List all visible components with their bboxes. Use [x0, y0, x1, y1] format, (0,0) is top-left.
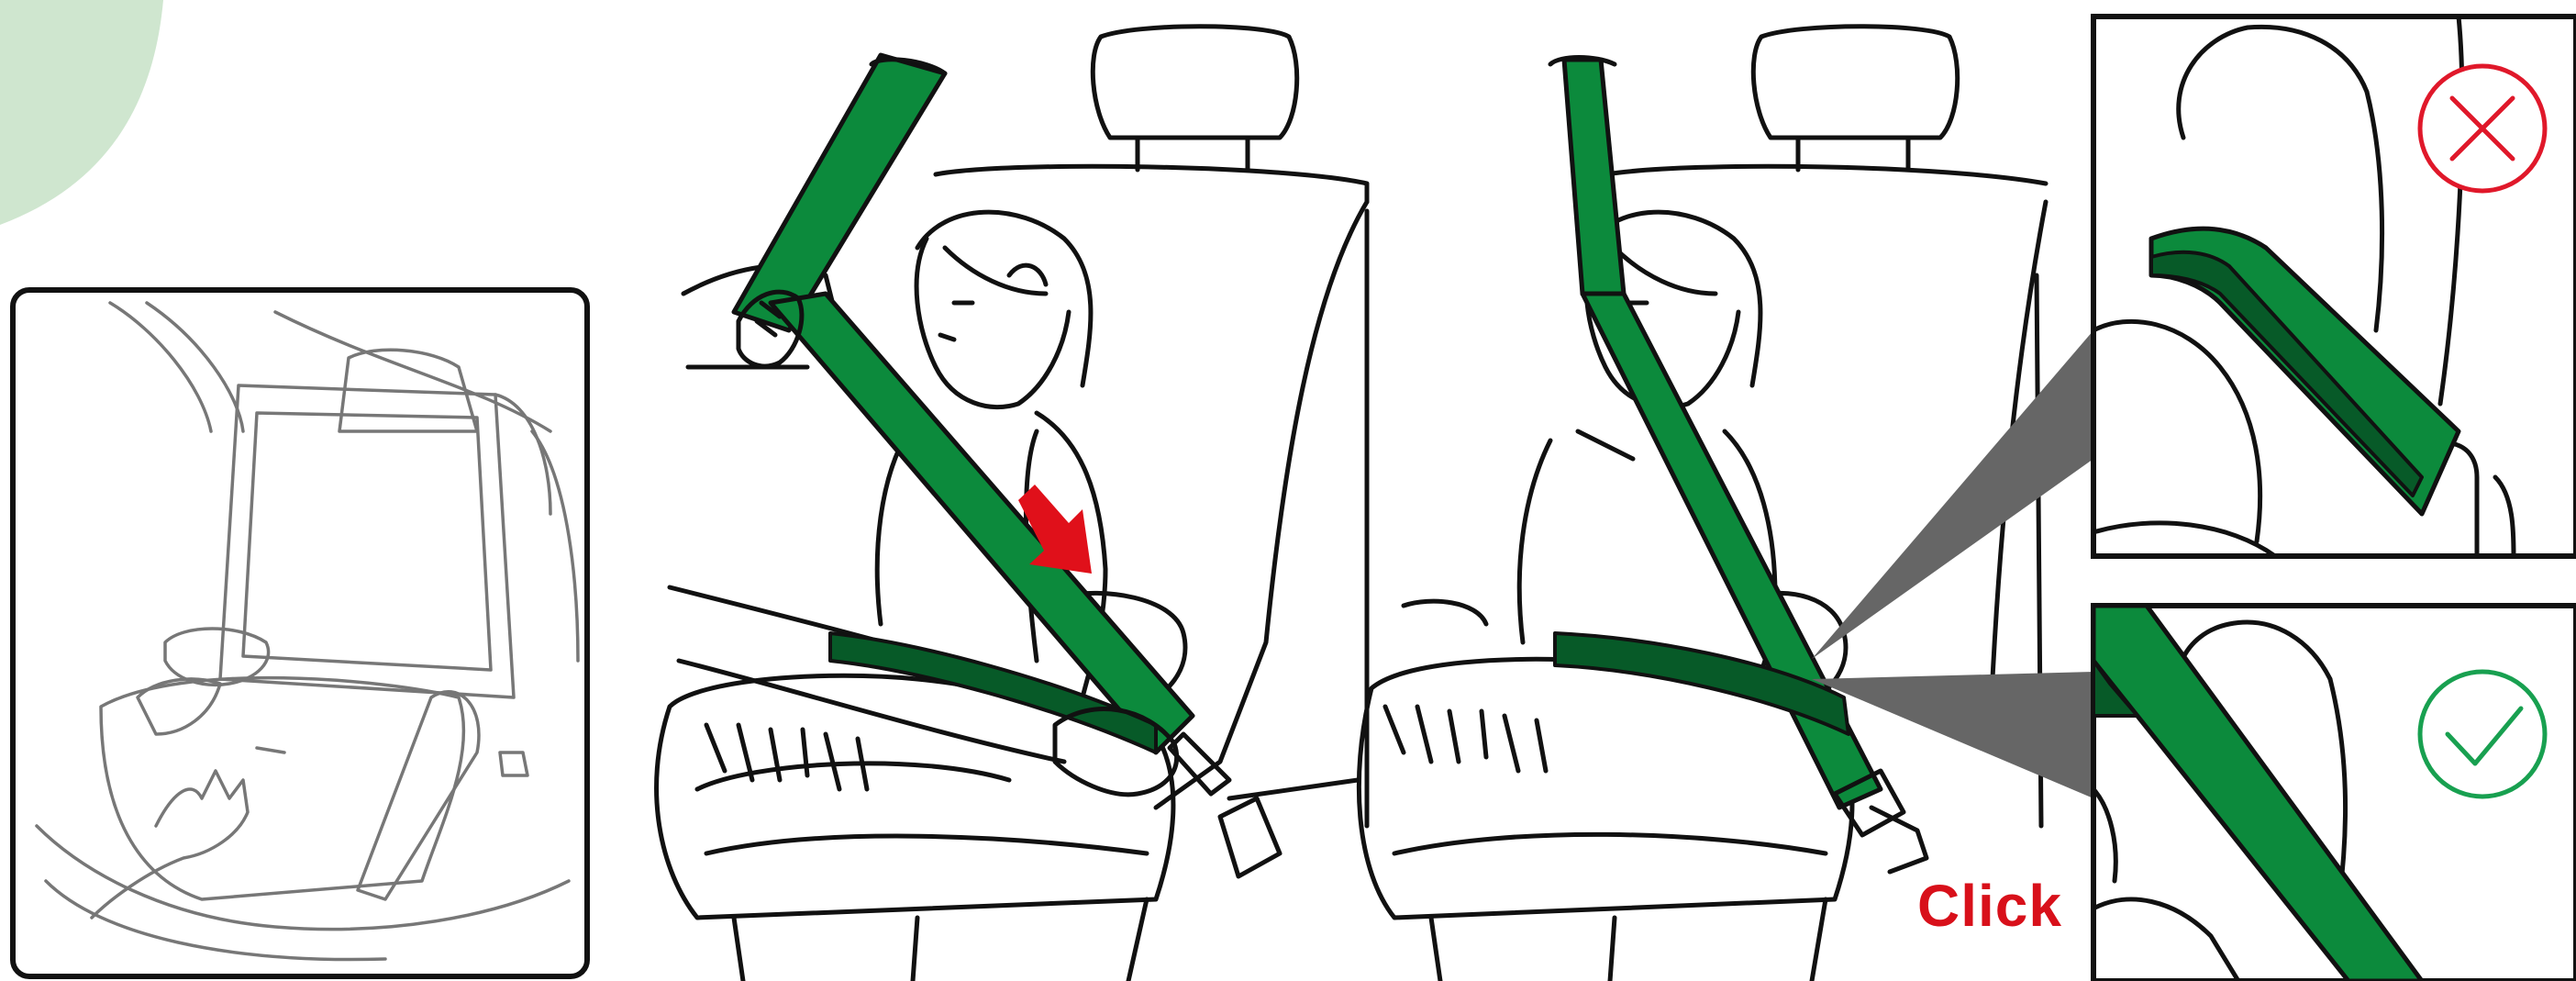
- corner-blob-decoration: [0, 0, 163, 225]
- callout-pointer-top: [1812, 330, 2093, 659]
- step-3-buckle-belt-panel: [1359, 27, 2046, 981]
- correct-check-circle-icon: [2420, 672, 2545, 797]
- step-1-place-seat-panel: [13, 290, 587, 976]
- diagonal-belt-buckled: [1582, 294, 1881, 808]
- click-label: Click: [1917, 872, 2062, 940]
- shoulder-belt: [734, 55, 945, 330]
- detail-panel-correct: [2093, 606, 2576, 981]
- detail-panel-wrong: [2093, 17, 2576, 556]
- step-2-pull-belt-panel: [657, 27, 1367, 981]
- shoulder-belt-buckled: [1564, 60, 1624, 294]
